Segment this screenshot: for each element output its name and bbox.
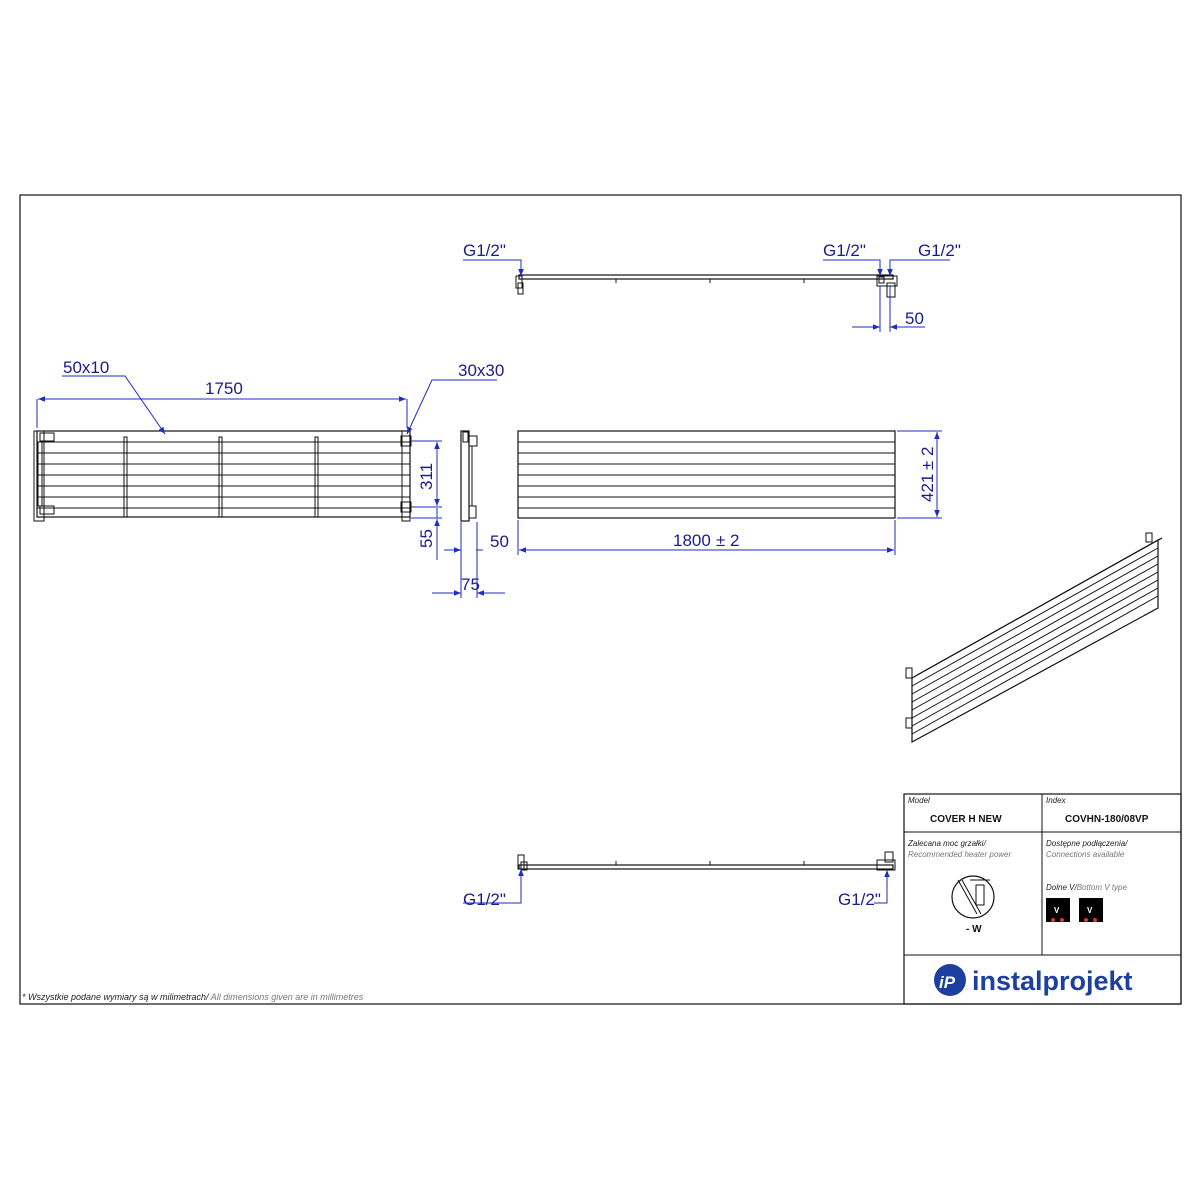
heater-label-en: Recommended heater power (908, 850, 1012, 859)
rear-width-dimension: 1750 (205, 379, 243, 398)
connections-label-en: Connections available (1046, 850, 1125, 859)
title-block: Model COVER H NEW Index COVHN-180/08VP Z… (903, 793, 1182, 1005)
bracket-height-dimension: 311 (417, 463, 436, 490)
index-value: COVHN-180/08VP (1065, 814, 1149, 825)
connection-badge-1: V (1046, 898, 1070, 922)
rear-view: 1750 50x10 30x30 311 55 (33, 358, 504, 560)
overall-width-dimension: 1800 (673, 531, 711, 550)
top-view: G1/2" G1/2" G1/2" 50 (463, 241, 961, 332)
heater-icon (951, 875, 995, 919)
svg-text:V: V (1087, 906, 1093, 915)
bottom-left-connection-label: G1/2" (463, 890, 506, 909)
bottom-right-connection-label: G1/2" (838, 890, 881, 909)
top-left-connection-label: G1/2" (463, 241, 506, 260)
isometric-view (905, 532, 1163, 744)
profile-right-label: 30x30 (458, 361, 504, 380)
bottom-offset-dimension: 55 (417, 529, 436, 548)
top-spacing-dimension: 50 (905, 309, 924, 328)
overall-height-dimension: 421 (918, 474, 937, 502)
top-right-connection-a-label: G1/2" (823, 241, 866, 260)
connections-label-pl: Dostępne podłączenia/ (1046, 839, 1128, 848)
brand-name: instalprojekt (972, 966, 1133, 996)
profile-left-label: 50x10 (63, 358, 109, 377)
model-label: Model (908, 796, 930, 805)
index-label: Index (1046, 796, 1067, 805)
connection-badge-2: V (1079, 898, 1103, 922)
svg-text:V: V (1054, 906, 1060, 915)
heater-label-pl: Zalecana moc grzałki/ (907, 839, 987, 848)
units-note: * Wszystkie podane wymiary są w milimetr… (22, 992, 364, 1002)
brand-monogram: iP (939, 973, 956, 992)
connection-type-pl: Dolne V/Bottom V type (1046, 883, 1127, 892)
top-right-connection-b-label: G1/2" (918, 241, 961, 260)
heater-value: - W (966, 924, 982, 935)
brand-logo: iP instalprojekt (934, 964, 1133, 996)
overall-height-tolerance: ± 2 (918, 446, 937, 470)
sheet-border (19, 194, 1182, 1005)
side-depth-dimension: 75 (461, 575, 480, 594)
overall-width-tolerance: ± 2 (716, 531, 740, 550)
wall-gap-dimension: 50 (490, 532, 509, 551)
side-view: 75 50 (432, 430, 509, 598)
front-view: 1800 ± 2 421 ± 2 (517, 430, 942, 555)
model-value: COVER H NEW (930, 814, 1002, 825)
bottom-view: G1/2" G1/2" (463, 851, 896, 909)
